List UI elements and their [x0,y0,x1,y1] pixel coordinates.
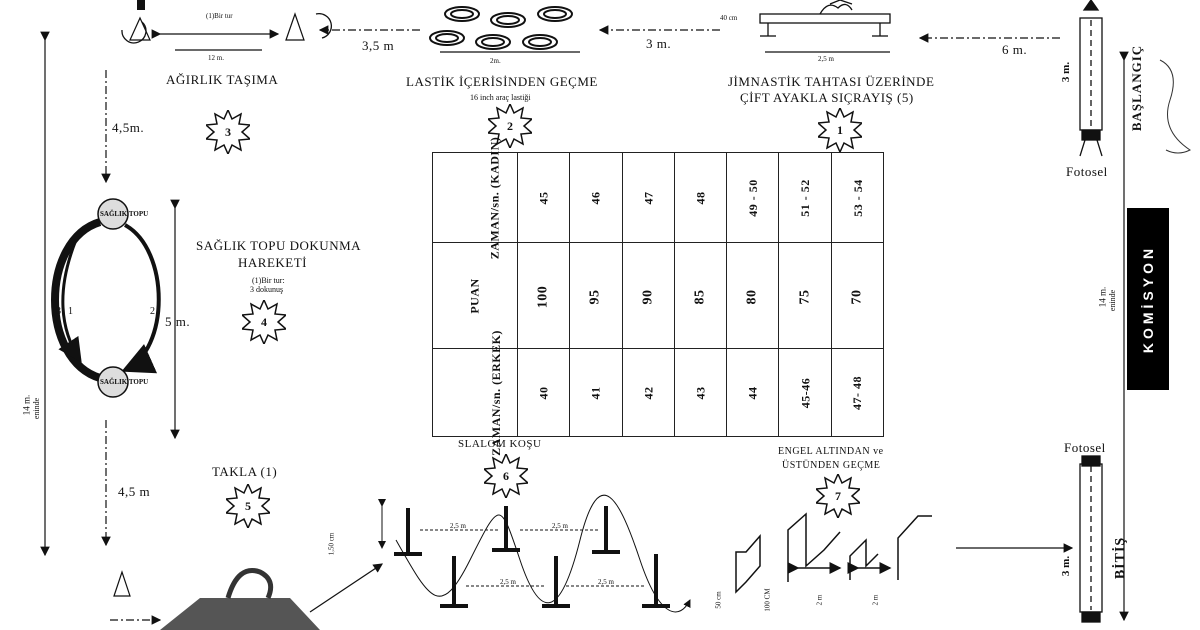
station-5-title: TAKLA (1) [212,464,278,479]
start-gate [1079,0,1103,157]
commission-box: KOMİSYON [1127,208,1169,390]
lane-2: 2 [150,306,156,317]
points-cell: 90 [621,242,675,349]
points-cell: 75 [778,242,832,349]
men-cell: 42 [621,348,675,437]
station-7-title: ENGEL ALTINDAN ve [778,446,884,457]
points-cell: 100 [516,242,571,349]
row-header-men: ZAMAN/sn. (ERKEK) [432,330,518,455]
station-badge-3: 3 [206,110,250,154]
photocell-top-label: Fotosel [1066,164,1108,179]
board-length: 2,5 m [818,55,834,63]
women-cell: 49 - 50 [726,152,780,243]
station-4-title: SAĞLIK TOPU DOKUNMA [196,238,362,253]
distance-14m-left: 14 m. [21,394,32,416]
hurdles [735,512,1074,594]
distance-3-5m: 3,5 m [362,38,395,53]
score-table: ZAMAN/sn. (KADIN) 45 46 47 48 49 - 50 51… [432,136,885,455]
weight-span: 12 m. [208,54,224,62]
men-cell: 47- 48 [830,348,885,437]
women-cell: 51 - 52 [778,152,832,243]
tyre-station-graphic [429,6,573,50]
distance-3m-finish: 3 m. [1060,555,1073,577]
station-1-subtitle: ÇİFT AYAKLA SIÇRAYIŞ (5) [740,90,914,105]
distance-5m: 5 m. [165,314,191,329]
ball-label-bottom: SAĞLIK TOPU [100,378,149,386]
points-cell: 80 [726,242,780,349]
station-badge-4: 4 [242,300,286,344]
station-2-note: 16 inch araç lastiği [470,93,531,102]
lane-1: 1 [68,306,74,317]
distance-4-5m-top: 4,5m. [112,120,145,135]
distance-3m-start: 3 m. [1060,61,1073,83]
men-cell: 44 [726,348,780,437]
distance-6m: 6 m. [1002,42,1028,57]
station-4-note-2: 3 dokunuş [250,285,284,294]
men-cell: 43 [673,348,728,437]
women-cell: 45 [516,152,571,243]
distance-14m-right: 14 m. [1097,286,1108,308]
obstacle-gap-2: 2 m [871,594,880,606]
obstacle-gap-1: 2 m [815,594,824,606]
points-cell: 85 [673,242,728,349]
obstacle-height-1: 50 cm [714,591,723,609]
station-1-title: JİMNASTİK TAHTASI ÜZERİNDE [728,74,935,89]
lane-3: 3 [56,306,62,317]
weight-note: (1)Bir tur [206,12,233,20]
station-6-title: SLALOM KOŞU [458,438,542,450]
station-badge-1: 1 [818,108,862,152]
slalom-gap-1: 2,5 m [450,522,466,530]
points-cell: 70 [830,242,885,349]
finish-gate [1079,455,1103,623]
finish-label: BİTİŞ [1113,536,1129,580]
ball-label-top: SAĞLIK TOPU [100,210,149,218]
row-header-women: ZAMAN/sn. (KADIN) [432,136,518,259]
station-2-title: LASTİK İÇERİSİNDEN GEÇME [406,74,598,89]
photocell-bottom-label: Fotosel [1064,440,1106,455]
row-header-points: PUAN [432,242,518,349]
station-badge-6: 6 [484,454,528,498]
station-badge-5: 5 [226,484,270,528]
board-height: 40 cm [720,14,738,22]
men-cell: 45-46 [778,348,832,437]
women-cell: 46 [569,152,623,243]
station-badge-2: 2 [488,104,532,148]
slalom-gap-3: 2,5 m [500,578,516,586]
commission-label: KOMİSYON [1140,244,1156,354]
roll-mat-graphic [113,563,383,630]
start-label: BAŞLANGIÇ [1129,44,1145,132]
women-cell: 48 [673,152,728,243]
signature [1159,59,1191,154]
distance-4-5m-bottom: 4,5 m [118,484,151,499]
station-badge-7: 7 [816,474,860,518]
women-cell: 53 - 54 [830,152,885,243]
slalom-gap-2: 2,5 m [552,522,568,530]
women-cell: 47 [621,152,675,243]
distance-3m-top: 3 m. [646,36,672,51]
station-4-note: (1)Bir tur: [252,276,285,285]
row-men: ZAMAN/sn. (ERKEK) 40 41 42 43 44 45-46 4… [432,330,885,455]
slalom-gap-4: 2,5 m [598,578,614,586]
men-cell: 41 [569,348,623,437]
row-women: ZAMAN/sn. (KADIN) 45 46 47 48 49 - 50 51… [432,136,885,259]
tyre-span: 2m. [490,57,501,65]
obstacle-height-2: 100 CM [763,588,772,612]
weight-station-graphic [121,0,333,44]
station-3-title: AĞIRLIK TAŞIMA [166,72,279,87]
points-cell: 95 [569,242,623,349]
distance-14m-right-sub: eninde [1108,289,1118,312]
station-4-subtitle: HAREKETİ [238,255,307,270]
station-7-subtitle: ÜSTÜNDEN GEÇME [782,460,881,471]
board-station-graphic [759,0,891,37]
distance-14m-left-sub: eninde [32,397,42,420]
medicine-ball-circuit [51,198,161,398]
slalom-height: 1,50 cm [327,532,336,556]
slalom-poles [394,506,670,608]
men-cell: 40 [516,348,571,437]
